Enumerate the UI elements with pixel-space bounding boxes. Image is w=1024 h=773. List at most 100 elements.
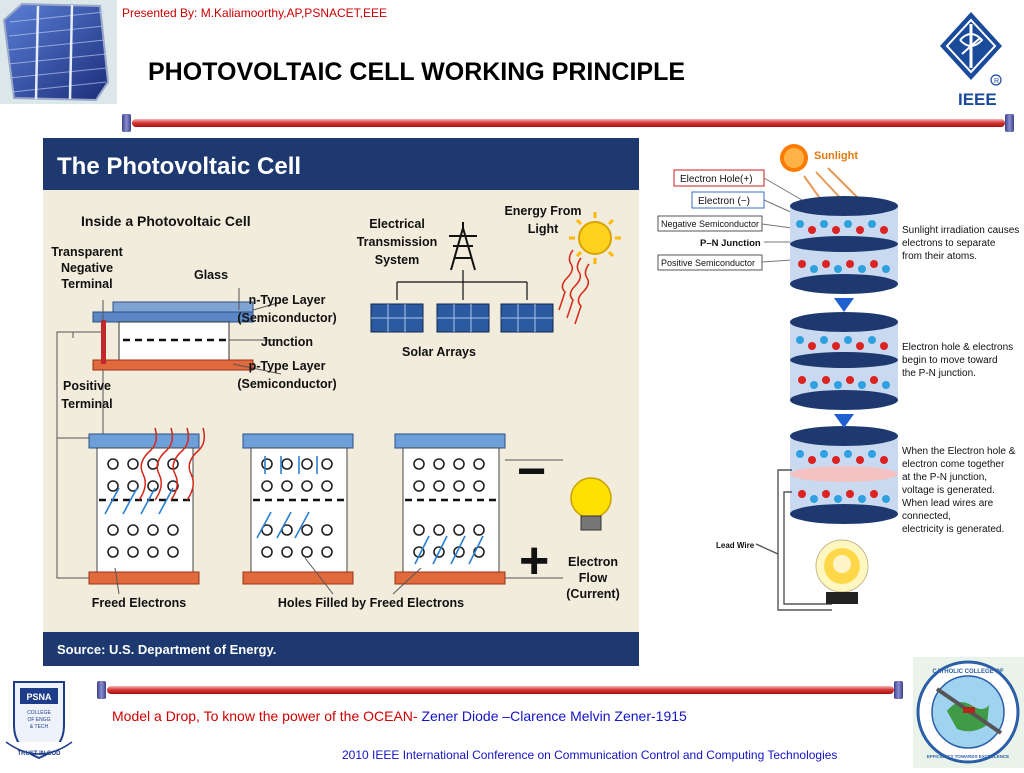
hole-circle (413, 524, 425, 536)
pv-cell-diagram: The Photovoltaic Cell Source: U.S. Depar… (43, 138, 639, 666)
hole-circle (261, 458, 273, 470)
label-flow-3: (Current) (566, 587, 619, 601)
catholic-college-logo: CATHOLIC COLLEGE OF EFFICIENCY TOWARDS E… (913, 657, 1024, 768)
legend-positive-label: Positive Semiconductor (661, 258, 755, 268)
light-rays (558, 249, 590, 325)
label-transmission-1: Electrical (369, 217, 425, 231)
hole-circle (321, 480, 333, 492)
svg-text:the P-N junction.: the P-N junction. (902, 368, 976, 379)
college-seal-icon: CATHOLIC COLLEGE OF EFFICIENCY TOWARDS E… (916, 660, 1020, 764)
label-transparent-3: Terminal (61, 277, 112, 291)
hole-circle (473, 524, 485, 536)
hole-circle (453, 458, 465, 470)
svg-text:& TECH: & TECH (30, 724, 49, 730)
inside-heading: Inside a Photovoltaic Cell (81, 213, 251, 229)
hole-circle (281, 458, 293, 470)
solar-array-icons (370, 303, 554, 333)
cell-panel-3 (394, 433, 506, 585)
label-holes-filled: Holes Filled by Freed Electrons (278, 596, 464, 610)
ieee-diamond-icon: R (940, 12, 1002, 86)
hole-circle (413, 458, 425, 470)
hole-circle (301, 458, 313, 470)
psna-logo: PSNA COLLEGE OF ENGG & TECH TRUST IN GOD (0, 674, 78, 768)
svg-text:Electron hole & electrons: Electron hole & electrons (902, 342, 1013, 353)
panel-light-rays (138, 427, 206, 501)
pn-cylinder-stage-3 (790, 426, 898, 524)
diagram-banner-title: The Photovoltaic Cell (57, 153, 301, 180)
light-bulb-icon (570, 477, 612, 531)
hole-circle (127, 524, 139, 536)
transmission-tower-icon (449, 222, 477, 271)
sunlight-label: Sunlight (814, 150, 858, 162)
hole-circle (321, 546, 333, 558)
divider-cap-right (1005, 114, 1014, 132)
lead-wire (755, 469, 832, 611)
hole-circle (301, 480, 313, 492)
hole-circle (167, 524, 179, 536)
hole-circle (107, 524, 119, 536)
legend-positive (657, 254, 763, 271)
legend-negative-label: Negative Semiconductor (661, 219, 759, 229)
label-p-type-2: (Semiconductor) (237, 377, 336, 391)
presenter-credit: Presented By: M.Kaliamoorthy,AP,PSNACET,… (122, 6, 388, 20)
label-energy-2: Light (528, 222, 559, 236)
svg-text:electrons to separate: electrons to separate (902, 238, 996, 249)
svg-text:R: R (994, 78, 999, 85)
hole-circle (433, 546, 445, 558)
svg-text:voltage is generated.: voltage is generated. (902, 485, 995, 496)
hole-circle (321, 524, 333, 536)
hole-circle (127, 546, 139, 558)
sun-icon (569, 212, 621, 264)
footer-divider-cap-left (97, 681, 106, 699)
svg-text:Sunlight irradiation causes: Sunlight irradiation causes (902, 225, 1019, 236)
legend-electron-hole-label: Electron Hole(+) (680, 174, 753, 185)
label-glass: Glass (194, 268, 228, 282)
label-transparent-1: Transparent (51, 245, 123, 259)
diagram-banner (43, 138, 639, 190)
hole-circle (453, 480, 465, 492)
page-title: PHOTOVOLTAIC CELL WORKING PRINCIPLE (148, 58, 686, 86)
pn-junction-svg: Sunlight Electron Hole(+) Electron (−) N… (657, 144, 1019, 611)
footer-tagline: Model a Drop, To know the power of the O… (112, 708, 687, 724)
hole-circle (453, 524, 465, 536)
lead-wire-label: Lead Wire (716, 541, 755, 550)
hole-circle (473, 480, 485, 492)
hole-circle (413, 480, 425, 492)
svg-text:begin to move toward: begin to move toward (902, 355, 998, 366)
svg-text:COLLEGE: COLLEGE (27, 710, 51, 716)
svg-text:EFFICIENCY TOWARDS EXCELLENCE: EFFICIENCY TOWARDS EXCELLENCE (927, 754, 1009, 759)
footer-divider-cap-right (894, 681, 903, 699)
hole-circle (281, 480, 293, 492)
svg-text:CATHOLIC COLLEGE OF: CATHOLIC COLLEGE OF (932, 669, 1004, 675)
hole-circle (433, 458, 445, 470)
tagline-part-3: Zener Diode –Clarence Melvin Zener-1915 (421, 708, 687, 724)
hole-circle (127, 480, 139, 492)
legend-electron-label: Electron (−) (698, 196, 750, 207)
label-freed-electrons: Freed Electrons (92, 596, 187, 610)
hole-circle (107, 546, 119, 558)
step1-text: Sunlight irradiation causes electrons to… (902, 225, 1019, 262)
header-divider (132, 119, 1005, 127)
svg-text:When the Electron hole &: When the Electron hole & (902, 446, 1016, 457)
pn-junction-diagram: Sunlight Electron Hole(+) Electron (−) N… (652, 136, 1024, 616)
psna-crest-icon: PSNA COLLEGE OF ENGG & TECH TRUST IN GOD (5, 681, 73, 760)
hole-circle (107, 458, 119, 470)
diagram-source: Source: U.S. Department of Energy. (57, 642, 276, 657)
hole-circle (261, 480, 273, 492)
step2-text: Electron hole & electrons begin to move … (902, 342, 1013, 379)
label-n-type-1: n-Type Layer (249, 293, 326, 307)
ieee-logo-text: IEEE (958, 90, 997, 109)
plus-sign-icon: + (519, 532, 549, 590)
label-positive-2: Terminal (61, 397, 112, 411)
hole-circle (321, 458, 333, 470)
diagram-source-bar (43, 632, 639, 666)
svg-text:TRUST IN GOD: TRUST IN GOD (18, 751, 62, 757)
svg-text:connected,: connected, (902, 511, 951, 522)
divider-cap-left (122, 114, 131, 132)
label-flow-1: Electron (568, 555, 618, 569)
pn-cylinder-stage-1 (790, 196, 898, 294)
hole-circle (301, 546, 313, 558)
hole-circle (281, 546, 293, 558)
hole-circle (473, 458, 485, 470)
svg-text:electron come together: electron come together (902, 459, 1005, 470)
